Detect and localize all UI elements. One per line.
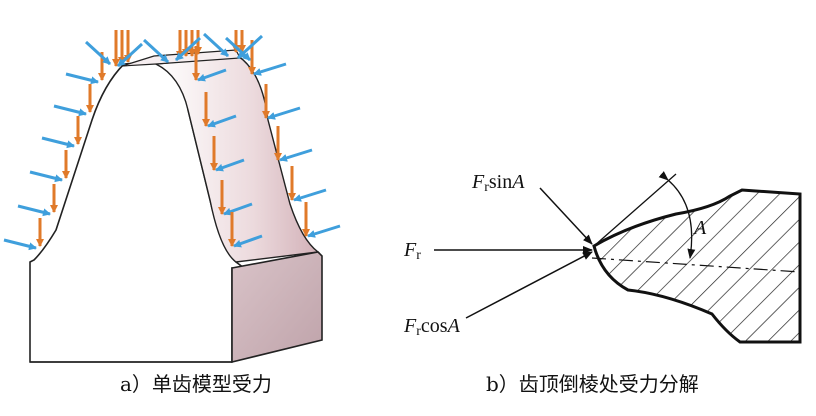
- blue-force-arrow: [197, 68, 227, 82]
- blue-force-arrow: [65, 72, 99, 85]
- blue-force-arrow: [279, 148, 313, 162]
- center-line: [591, 257, 801, 273]
- blue-force-arrow: [224, 36, 252, 62]
- blue-force-arrow: [3, 238, 37, 251]
- blue-force-arrows-right: [197, 62, 341, 248]
- blue-force-arrow: [17, 204, 51, 217]
- angle-label: A: [692, 217, 707, 239]
- blue-force-arrow: [215, 158, 245, 172]
- caption-a: a）单齿模型受力: [120, 372, 272, 396]
- section-panel: FrsinA Fr FrcosA A: [403, 171, 802, 344]
- tangential-force-label-tail: cosA: [421, 315, 461, 337]
- blue-force-arrows-left: [3, 72, 99, 251]
- normal-force-label: FrsinA: [471, 171, 525, 195]
- blue-force-arrow: [267, 106, 301, 120]
- blue-force-arrow: [207, 114, 237, 128]
- blue-force-arrow: [307, 224, 341, 238]
- tangential-force-arrow: [465, 251, 593, 319]
- orange-force-arrows-left: [36, 52, 106, 247]
- blue-force-arrow: [84, 40, 112, 66]
- tooth-section: [592, 188, 802, 344]
- top-force-arrows: [84, 30, 264, 68]
- normal-force-arrow: [539, 187, 593, 245]
- blue-force-arrow: [202, 32, 230, 58]
- blue-force-arrow: [174, 36, 202, 62]
- blue-force-arrow: [116, 42, 144, 68]
- blue-force-arrow: [142, 38, 170, 64]
- normal-force-label-tail: sinA: [489, 171, 525, 193]
- blue-force-arrow: [223, 202, 253, 216]
- blue-force-arrow: [233, 234, 263, 248]
- blue-force-arrow: [253, 62, 287, 76]
- blue-force-arrow: [41, 136, 75, 149]
- tooth-model-panel: [3, 30, 341, 364]
- blue-force-arrow: [293, 188, 327, 202]
- tooth-end-face: [231, 251, 323, 364]
- blue-force-arrow: [53, 104, 87, 117]
- blue-force-arrow: [29, 170, 63, 183]
- angle-arc: [658, 171, 696, 259]
- radial-force-label: Fr: [403, 239, 421, 263]
- caption-b: b）齿顶倒棱处受力分解: [486, 372, 699, 396]
- tangential-force-label: FrcosA: [403, 315, 461, 339]
